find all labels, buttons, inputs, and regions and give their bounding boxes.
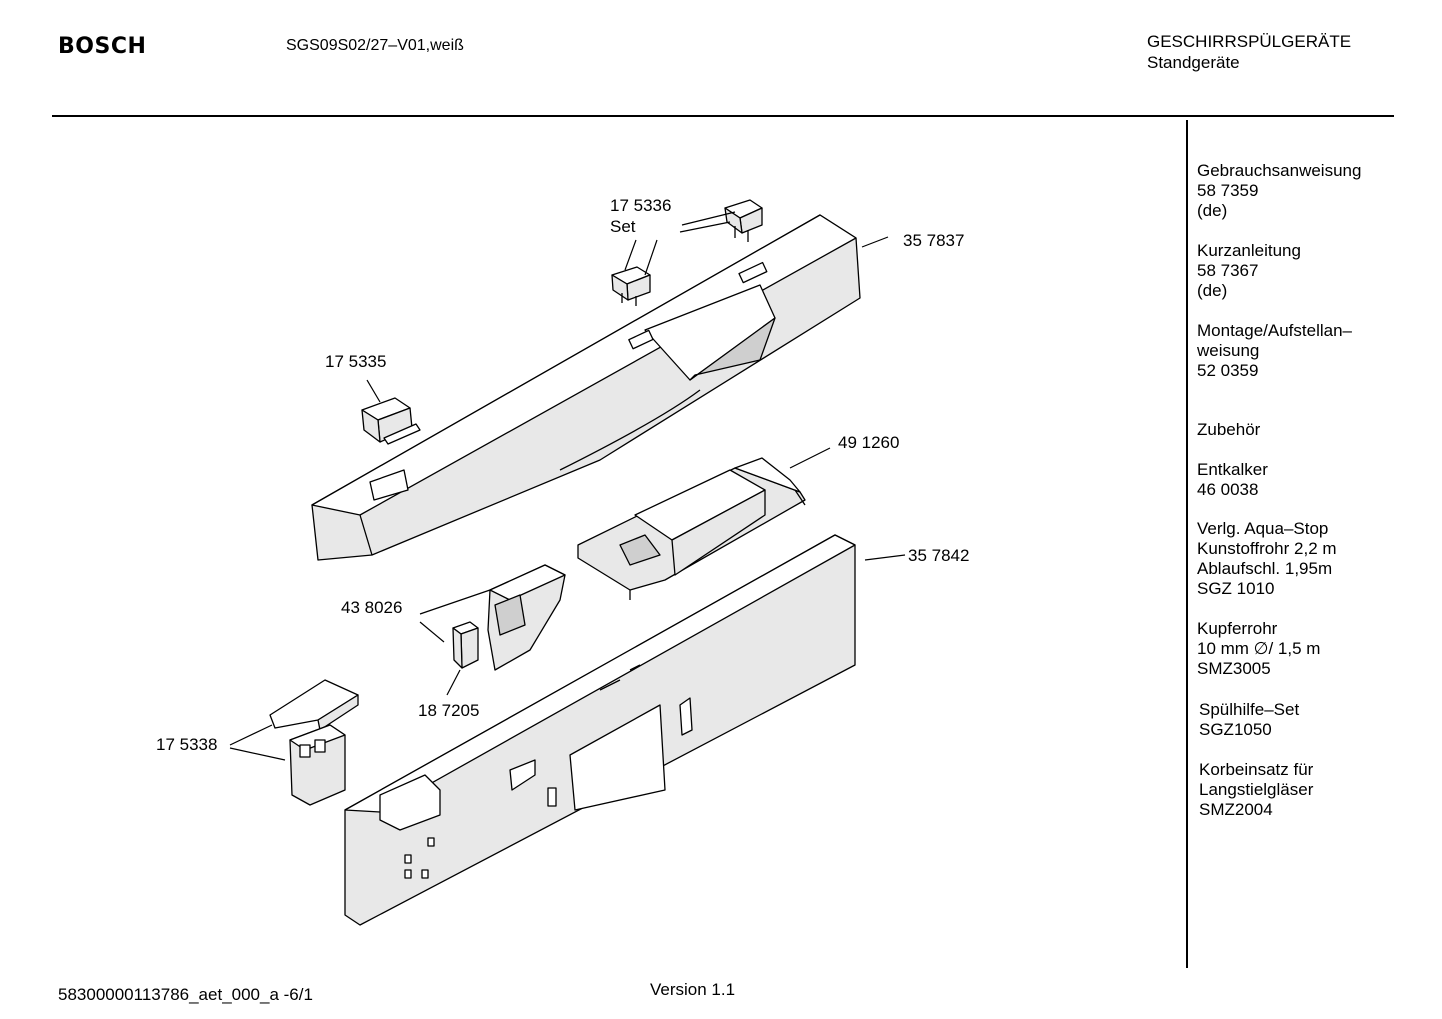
sidebar-line: Zubehör	[1197, 420, 1261, 439]
category-subtitle: Standgeräte	[1147, 53, 1240, 72]
sidebar-line: Spülhilfe–Set	[1199, 700, 1300, 719]
sidebar-line: weisung	[1197, 341, 1260, 360]
part-note: Set	[610, 217, 636, 236]
sidebar-line: Kunstoffrohr 2,2 m	[1197, 539, 1337, 558]
fascia-panel-357837	[311, 214, 861, 561]
header-divider	[52, 115, 1394, 117]
model-number: SGS09S02/27–V01,weiß	[286, 37, 464, 54]
sidebar-line: Kupferrohr	[1197, 619, 1278, 638]
version-label: Version 1.1	[650, 980, 736, 999]
sidebar-line: SGZ 1010	[1197, 579, 1275, 598]
sidebar-line: Verlg. Aqua–Stop	[1197, 519, 1329, 538]
part-label-357842: 35 7842	[908, 546, 970, 565]
switch-175338	[269, 679, 359, 806]
part-label-438026: 43 8026	[341, 598, 403, 617]
sidebar-line: 10 mm ∅/ 1,5 m	[1197, 639, 1321, 658]
sidebar-line: Montage/Aufstellan–	[1197, 321, 1352, 340]
part-label-175335: 17 5335	[325, 352, 387, 371]
part-label-187205: 18 7205	[418, 701, 480, 720]
sidebar-line: 58 7367	[1197, 261, 1259, 280]
sidebar-block-aquastop: Verlg. Aqua–Stop Kunstoffrohr 2,2 m Abla…	[1197, 519, 1337, 599]
part-label-175338: 17 5338	[156, 735, 218, 754]
sidebar-block-descaler: Entkalker 46 0038	[1197, 460, 1268, 500]
sidebar-block-quickguide: Kurzanleitung 58 7367 (de)	[1197, 241, 1301, 301]
brand-logo: BOSCH	[58, 34, 147, 59]
part-label-491260: 49 1260	[838, 433, 900, 452]
sidebar-line: 58 7359	[1197, 181, 1259, 200]
sidebar-line: Langstielgläser	[1199, 780, 1314, 799]
part-label-357837: 35 7837	[903, 231, 965, 250]
sidebar-line: (de)	[1197, 201, 1228, 220]
sidebar-block-installation: Montage/Aufstellan– weisung 52 0359	[1197, 321, 1352, 381]
sidebar-block-basket: Korbeinsatz für Langstielgläser SMZ2004	[1199, 760, 1313, 820]
sidebar-line: Ablaufschl. 1,95m	[1197, 559, 1333, 578]
sidebar-line: Entkalker	[1197, 460, 1268, 479]
sidebar-line: 52 0359	[1197, 361, 1259, 380]
sidebar-line: SMZ3005	[1197, 659, 1271, 678]
sidebar-line: Korbeinsatz für	[1199, 760, 1314, 779]
category-header: GESCHIRRSPÜLGERÄTE Standgeräte	[1147, 31, 1351, 73]
button-set-175336-lower	[611, 266, 651, 306]
frame-357842	[344, 534, 856, 926]
category-title: GESCHIRRSPÜLGERÄTE	[1147, 32, 1352, 51]
part-number: 17 5336	[610, 196, 672, 215]
cap-175335	[361, 397, 421, 445]
sidebar-line: SMZ2004	[1199, 800, 1273, 819]
sidebar-line: Gebrauchsanweisung	[1197, 161, 1362, 180]
module-491260	[577, 457, 806, 600]
sidebar-line: Kurzanleitung	[1197, 241, 1301, 260]
sidebar-block-accessories: Zubehör	[1197, 420, 1260, 440]
sidebar-block-manual: Gebrauchsanweisung 58 7359 (de)	[1197, 161, 1361, 221]
sidebar-line: SGZ1050	[1199, 720, 1272, 739]
sidebar-line: 46 0038	[1197, 480, 1259, 499]
sidebar-line: (de)	[1197, 281, 1228, 300]
sidebar-block-copperpipe: Kupferrohr 10 mm ∅/ 1,5 m SMZ3005	[1197, 619, 1320, 679]
switch-438026	[487, 564, 566, 671]
part-187205	[452, 621, 479, 669]
document-id: 58300000113786_aet_000_a -6/1	[58, 985, 313, 1004]
button-set-175336-upper	[724, 199, 763, 242]
sidebar-divider	[1186, 120, 1188, 968]
part-label-175336: 17 5336 Set	[610, 195, 671, 237]
sidebar-block-rinseaid: Spülhilfe–Set SGZ1050	[1199, 700, 1299, 740]
